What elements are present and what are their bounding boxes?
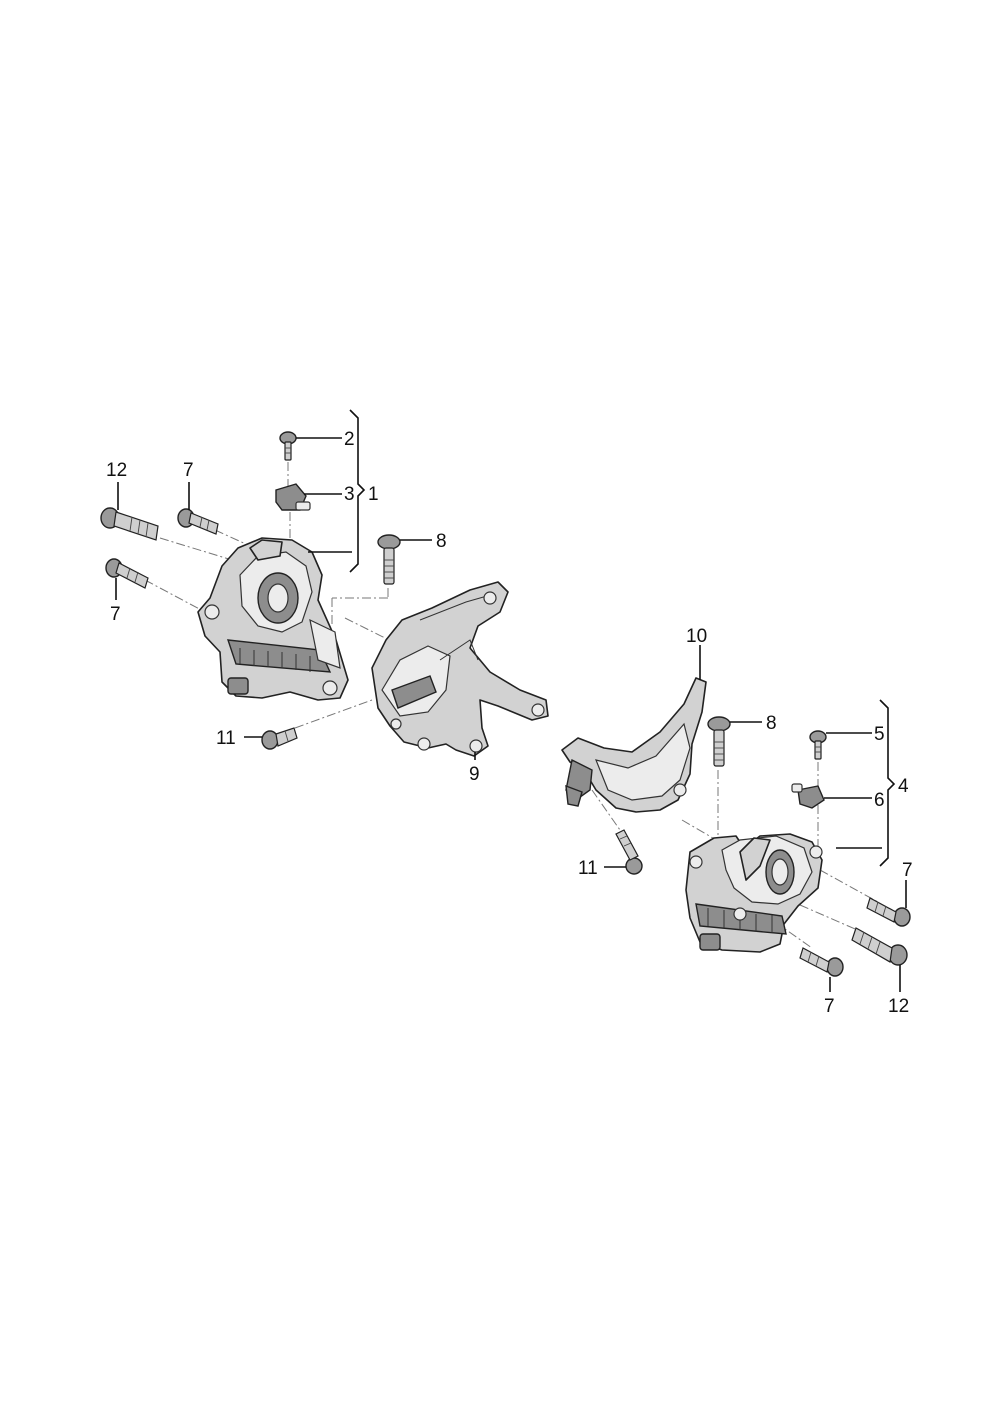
callout-7-lower-left: 7 <box>110 604 121 625</box>
callout-8-left: 8 <box>436 531 447 552</box>
callout-7-upper-left: 7 <box>183 460 194 481</box>
callout-9: 9 <box>469 764 480 785</box>
callout-8-right: 8 <box>766 713 777 734</box>
callout-5: 5 <box>874 724 885 745</box>
callout-6: 6 <box>874 790 885 811</box>
right-engine-mount <box>685 833 823 953</box>
callout-12-left: 12 <box>106 460 127 481</box>
bolt-7-upper-left <box>177 508 219 535</box>
brace-assembly-1 <box>308 409 366 573</box>
leader-lines <box>115 437 907 992</box>
callout-1: 1 <box>368 484 379 505</box>
bolt-7-upper-right <box>866 897 911 927</box>
bolt-7-lower-right <box>799 947 844 977</box>
callout-7-lower-right: 7 <box>824 996 835 1017</box>
callout-3: 3 <box>344 484 355 505</box>
callout-12-right: 12 <box>888 996 909 1017</box>
callout-11-right: 11 <box>578 858 598 879</box>
callout-7-upper-right: 7 <box>902 860 913 881</box>
screw-2 <box>279 431 297 461</box>
bolt-8-left <box>377 534 401 585</box>
clip-6 <box>791 783 825 809</box>
bolt-11-left <box>261 727 298 750</box>
bolt-12-right <box>851 927 908 966</box>
callout-4: 4 <box>898 776 909 797</box>
screw-5 <box>809 730 827 760</box>
bolt-12-left <box>100 507 159 541</box>
bolt-11-right <box>615 829 643 875</box>
engine-bracket <box>371 581 549 757</box>
bolt-8-right <box>707 716 731 767</box>
bolt-7-lower-left <box>105 558 149 589</box>
callout-labels: 1 2 3 4 5 6 7 7 7 7 8 8 9 10 11 11 12 12 <box>106 429 913 1017</box>
brace-assembly-4 <box>836 699 896 867</box>
callout-11-left: 11 <box>216 728 236 749</box>
left-engine-mount <box>197 537 349 701</box>
clip-3 <box>275 483 311 511</box>
callout-10: 10 <box>686 626 707 647</box>
heat-shield <box>561 677 707 813</box>
callout-2: 2 <box>344 429 355 450</box>
